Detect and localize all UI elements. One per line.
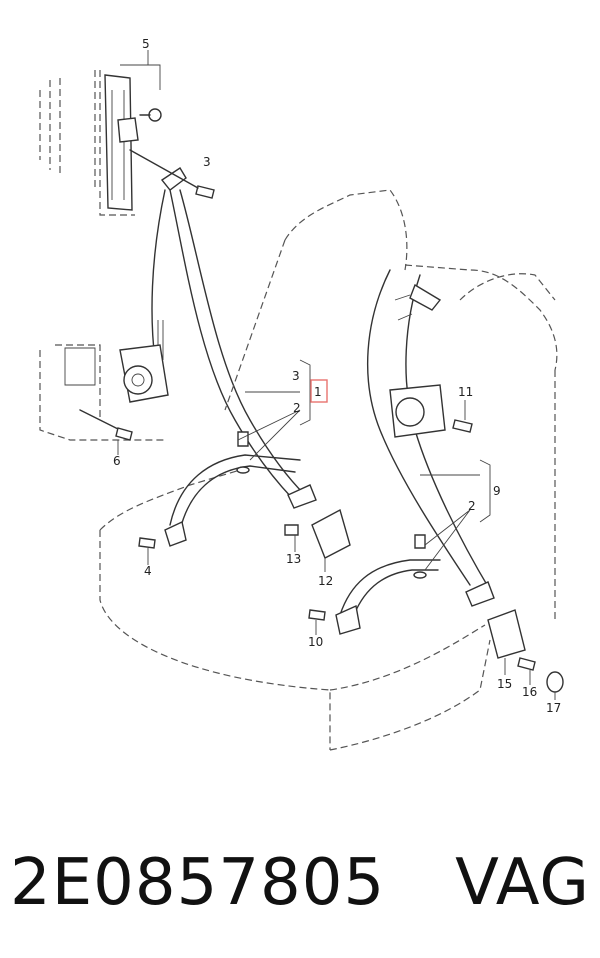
callout-17: 17 xyxy=(546,701,561,715)
buckle-left xyxy=(287,484,351,559)
callout-3-upper: 3 xyxy=(203,155,211,169)
leader-lines xyxy=(117,50,556,700)
callout-10: 10 xyxy=(308,635,323,649)
mount-hardware xyxy=(138,431,564,693)
callout-15: 15 xyxy=(497,677,512,691)
lap-belt-left xyxy=(164,454,301,547)
retractor-bolt xyxy=(79,409,133,441)
callout-2-right: 2 xyxy=(468,499,476,513)
callout-1: 1 xyxy=(314,385,322,399)
brand-name: VAG xyxy=(455,846,590,920)
retractor-right xyxy=(389,384,473,438)
callout-2-left: 2 xyxy=(293,401,301,415)
upper-anchor xyxy=(129,149,215,199)
callout-4: 4 xyxy=(144,564,152,578)
callout-16: 16 xyxy=(522,685,537,699)
callout-1-highlight xyxy=(310,379,328,403)
callout-3-mid: 3 xyxy=(292,369,300,383)
callout-6: 6 xyxy=(113,454,121,468)
belt-webbing-left xyxy=(151,189,306,499)
callout-11: 11 xyxy=(458,385,473,399)
height-adjuster xyxy=(104,74,162,211)
callout-5: 5 xyxy=(142,37,150,51)
callout-13: 13 xyxy=(286,552,301,566)
body-pillar xyxy=(39,70,165,441)
retractor-left xyxy=(119,344,169,403)
buckle-right xyxy=(465,581,526,659)
part-number: 2E0857805 xyxy=(10,846,386,920)
seat-belt-exploded-diagram: 5 3 3 1 2 6 4 13 12 10 11 9 2 15 16 17 xyxy=(39,37,564,751)
lap-belt-right xyxy=(335,559,441,635)
callout-12: 12 xyxy=(318,574,333,588)
callout-9: 9 xyxy=(493,484,501,498)
seat-outline xyxy=(99,189,558,751)
part-caption: 2E0857805 VAG xyxy=(10,838,590,928)
